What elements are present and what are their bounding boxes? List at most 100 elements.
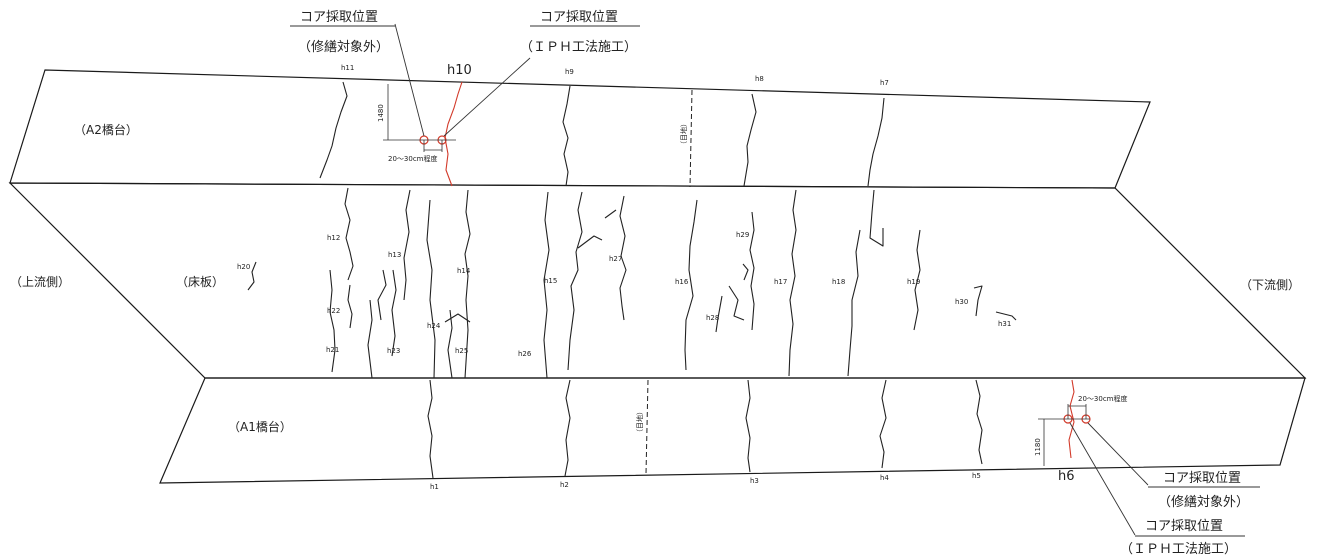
region-deck: （床板） bbox=[176, 275, 224, 289]
crack-h1 bbox=[427, 379, 434, 479]
label-h10: h10 bbox=[447, 63, 472, 78]
callout-top-left-line1: コア採取位置 bbox=[300, 10, 378, 25]
label-h21: h21 bbox=[326, 346, 339, 354]
crack-h13 bbox=[403, 189, 411, 301]
label-h30: h30 bbox=[955, 298, 968, 306]
leader-bottom-center bbox=[1069, 422, 1136, 536]
crack-h25 bbox=[447, 309, 453, 379]
callouts: コア採取位置 （修繕対象外） コア採取位置 （ＩＰＨ工法施工） コア採取位置 （… bbox=[290, 10, 1260, 557]
crack-h22 bbox=[347, 284, 353, 329]
callout-bottom-center-line2: （ＩＰＨ工法施工） bbox=[1120, 542, 1237, 557]
a1-joint-label: （目地） bbox=[635, 408, 644, 436]
crack-h29 bbox=[749, 211, 755, 331]
dim-bottom-spacing: 20～30cm程度 bbox=[1078, 394, 1127, 403]
crack-h15b bbox=[577, 235, 603, 249]
crack-h18 bbox=[847, 229, 861, 377]
label-h11: h11 bbox=[341, 64, 354, 72]
region-a2: （A2橋台） bbox=[74, 122, 138, 137]
callout-top-right-line2: （ＩＰＨ工法施工） bbox=[520, 40, 637, 55]
crack-h31 bbox=[995, 311, 1017, 321]
crack-h7 bbox=[867, 97, 885, 187]
label-h14: h14 bbox=[457, 267, 471, 275]
label-h23: h23 bbox=[387, 347, 400, 355]
bottom-spacing-dim-line bbox=[1067, 404, 1087, 419]
crack-h3 bbox=[745, 379, 751, 473]
deck-cracks bbox=[247, 187, 1017, 379]
label-h15: h15 bbox=[544, 277, 557, 285]
core-markers-bottom bbox=[1038, 404, 1149, 536]
a1-abutment-panel bbox=[159, 377, 1306, 484]
crack-h4 bbox=[879, 379, 887, 469]
dimension-labels: 1480 20～30cm程度 1180 20～30cm程度 （目地） （目地） bbox=[377, 104, 1127, 456]
label-h28: h28 bbox=[706, 314, 719, 322]
callout-bottom-center-line1: コア採取位置 bbox=[1145, 519, 1223, 534]
crack-h5 bbox=[975, 379, 983, 465]
crack-h14 bbox=[464, 189, 471, 379]
leader-bottom-right bbox=[1087, 422, 1149, 486]
crack-h20 bbox=[247, 261, 257, 291]
core-markers-top bbox=[383, 23, 531, 152]
label-h5: h5 bbox=[972, 472, 981, 480]
crack-h29b bbox=[742, 263, 749, 281]
crack-h12 bbox=[344, 187, 354, 281]
label-h13: h13 bbox=[388, 251, 401, 259]
callout-bottom-right-line2: （修繕対象外） bbox=[1158, 494, 1249, 510]
crack-labels: h11 h10 h9 h8 h7 h12 h22 h21 h13 h23 h14… bbox=[237, 63, 1075, 491]
label-h22: h22 bbox=[327, 307, 340, 315]
crack-h24 bbox=[426, 199, 436, 379]
label-h24: h24 bbox=[427, 322, 441, 330]
region-downstream: （下流側） bbox=[1240, 278, 1300, 292]
crack-h19 bbox=[913, 229, 921, 331]
crack-h8 bbox=[743, 93, 757, 187]
label-h4: h4 bbox=[880, 474, 889, 482]
crack-h9 bbox=[562, 85, 571, 187]
region-a1: （A1橋台） bbox=[228, 419, 292, 434]
crack-h24b bbox=[444, 313, 471, 323]
label-h7: h7 bbox=[880, 79, 889, 87]
crack-h10 bbox=[444, 81, 463, 187]
label-h20: h20 bbox=[237, 263, 250, 271]
a2-cracks bbox=[319, 81, 885, 188]
label-h16: h16 bbox=[675, 278, 689, 286]
crack-h17 bbox=[788, 189, 797, 377]
a2-joint bbox=[689, 89, 693, 188]
crack-h6 bbox=[1068, 379, 1075, 459]
label-h25: h25 bbox=[455, 347, 468, 355]
a2-abutment-panel bbox=[9, 69, 1151, 189]
crack-h27b bbox=[604, 209, 617, 219]
top-spacing-dim-line bbox=[423, 140, 443, 152]
label-h26: h26 bbox=[518, 350, 532, 358]
crack-h15 bbox=[567, 191, 583, 371]
label-h8: h8 bbox=[755, 75, 764, 83]
region-upstream: （上流側） bbox=[10, 275, 70, 289]
leader-top-left bbox=[394, 23, 425, 137]
label-h19: h19 bbox=[907, 278, 920, 286]
crack-h23 bbox=[391, 269, 397, 357]
crack-h28 bbox=[715, 295, 723, 333]
a2-joint-label: （目地） bbox=[679, 120, 688, 148]
a1-cracks bbox=[427, 379, 1075, 479]
bottom-height-dim-line bbox=[1038, 418, 1090, 466]
callout-bottom-right-line1: コア採取位置 bbox=[1163, 471, 1241, 486]
crack-h26 bbox=[543, 191, 550, 379]
label-h1: h1 bbox=[430, 483, 439, 491]
label-h6: h6 bbox=[1058, 469, 1075, 484]
structure-outline bbox=[8, 69, 1307, 484]
label-h9: h9 bbox=[565, 68, 574, 76]
crack-h2 bbox=[564, 379, 571, 477]
crack-h30 bbox=[973, 285, 983, 317]
label-h3: h3 bbox=[750, 477, 759, 485]
label-h27: h27 bbox=[609, 255, 622, 263]
label-h29: h29 bbox=[736, 231, 749, 239]
a1-joint bbox=[645, 379, 649, 475]
label-h12: h12 bbox=[327, 234, 340, 242]
crack-h11 bbox=[319, 81, 348, 179]
crack-h27 bbox=[619, 195, 627, 321]
dim-top-spacing: 20～30cm程度 bbox=[388, 154, 437, 163]
dim-top-height: 1480 bbox=[377, 104, 385, 122]
crack-h16 bbox=[684, 199, 698, 371]
label-h17: h17 bbox=[774, 278, 787, 286]
dim-bottom-height: 1180 bbox=[1034, 438, 1042, 456]
crack-h13b bbox=[377, 269, 387, 321]
